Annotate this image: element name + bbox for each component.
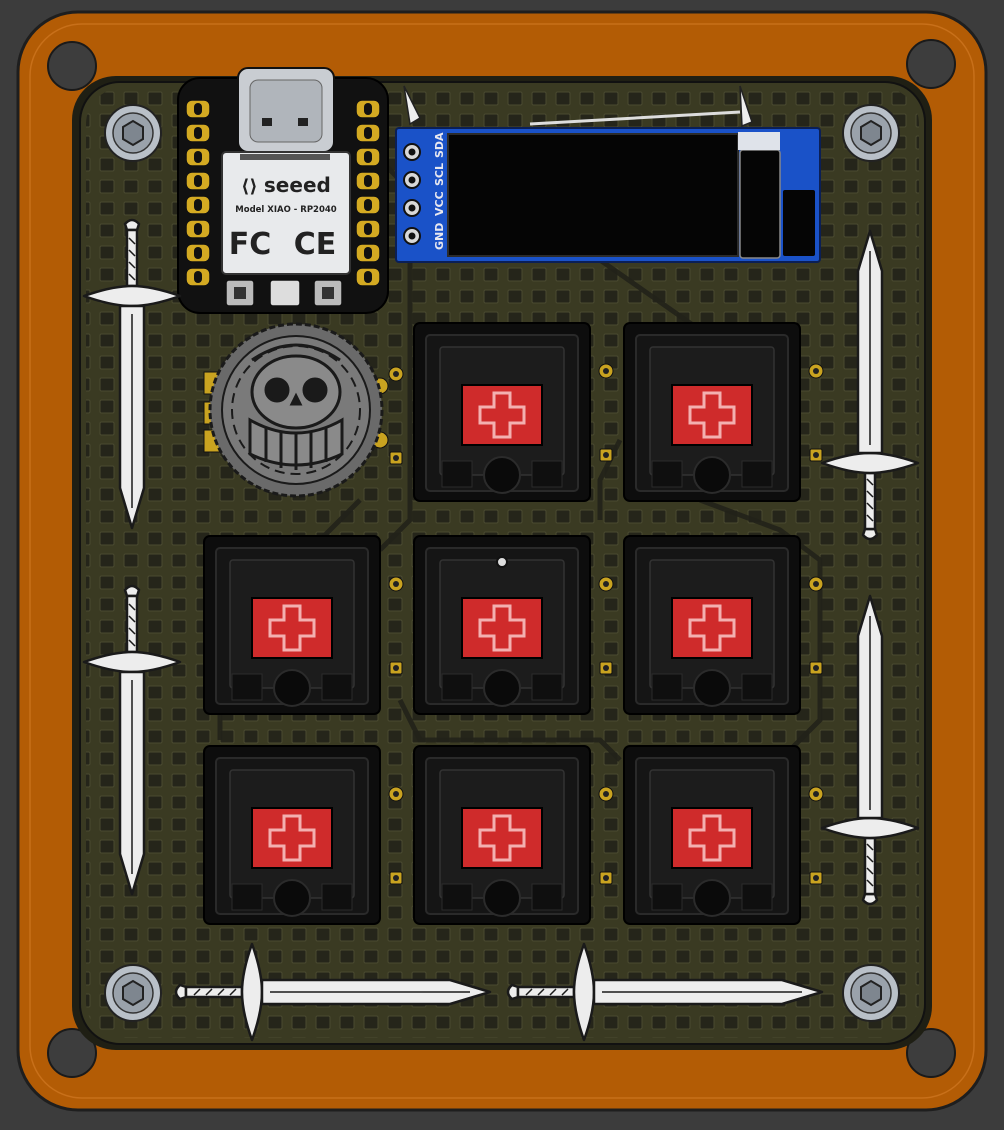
- key-switch: [203, 745, 404, 925]
- screw-icon: [104, 104, 162, 162]
- oled-pin-label: SDA: [433, 132, 446, 158]
- sword-icon: [82, 584, 182, 896]
- solder-pad: [389, 451, 403, 465]
- switch-stem: [671, 807, 753, 869]
- switch-stem: [461, 597, 543, 659]
- key-switch: [623, 535, 824, 715]
- solder-pad: [598, 786, 614, 802]
- switch-stem: [251, 807, 333, 869]
- key-switch-grid: [203, 322, 824, 925]
- case-hole: [47, 1028, 97, 1078]
- solder-pad: [808, 576, 824, 592]
- screw-icon: [104, 964, 162, 1022]
- case-hole: [906, 39, 956, 89]
- sword-icon: [820, 594, 920, 906]
- solder-pad: [809, 448, 823, 462]
- solder-pad: [598, 363, 614, 379]
- rf-shield: [221, 151, 351, 275]
- switch-stem: [671, 597, 753, 659]
- solder-pad: [599, 661, 613, 675]
- solder-pad: [388, 366, 404, 382]
- solder-pad: [808, 363, 824, 379]
- solder-pad: [388, 576, 404, 592]
- screw-icon: [842, 964, 900, 1022]
- solder-pad: [598, 576, 614, 592]
- solder-pad: [599, 871, 613, 885]
- switch-stem: [251, 597, 333, 659]
- solder-pad: [809, 871, 823, 885]
- sword-icon: [174, 942, 492, 1042]
- rgb-led: [269, 279, 301, 307]
- xiao-rp2040-module: ⟨⟩ seeed Model XIAO - RP2040 FC CE: [177, 67, 389, 314]
- key-switch: [413, 745, 614, 925]
- oled-screen: [447, 133, 739, 257]
- solder-pad: [389, 871, 403, 885]
- oled-pin-label: SCL: [433, 163, 446, 186]
- key-switch: [623, 322, 824, 502]
- brand-logo: ⟨⟩ seeed: [241, 173, 331, 197]
- switch-stem: [461, 384, 543, 446]
- rotary-encoder: [203, 322, 389, 498]
- solder-pad: [809, 661, 823, 675]
- solder-pad: [388, 786, 404, 802]
- key-switch: [623, 745, 824, 925]
- case-hole: [906, 1028, 956, 1078]
- sword-icon: [820, 229, 920, 541]
- module-model-label: Model XIAO - RP2040: [235, 205, 337, 215]
- oled-ribbon: [739, 149, 781, 259]
- oled-display-module: GND VCC SCL SDA: [395, 127, 821, 263]
- case-hole: [47, 41, 97, 91]
- solder-pad: [808, 786, 824, 802]
- oled-header-pins: [403, 85, 753, 128]
- oled-pin-label: VCC: [433, 191, 446, 216]
- sword-icon: [506, 942, 824, 1042]
- key-switch: [413, 322, 614, 502]
- screw-icon: [842, 104, 900, 162]
- solder-pad: [599, 448, 613, 462]
- sword-icon: [82, 218, 182, 530]
- switch-stem: [671, 384, 753, 446]
- oled-pin-label: GND: [433, 223, 446, 250]
- key-switch: [203, 535, 404, 715]
- sword-decorations: [82, 218, 920, 1042]
- jolly-roger-knob-icon: [248, 343, 344, 470]
- switch-stem: [461, 807, 543, 869]
- key-switch: [413, 535, 614, 715]
- solder-pad: [389, 661, 403, 675]
- ce-mark: CE: [294, 227, 337, 262]
- fcc-mark: FC: [229, 227, 272, 262]
